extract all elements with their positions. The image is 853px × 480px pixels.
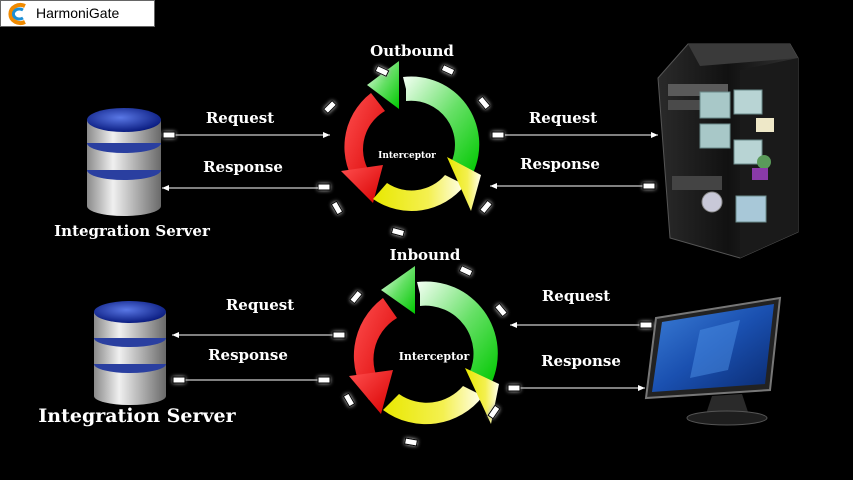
inbound-green-arrow bbox=[417, 281, 498, 384]
inbound-database-icon bbox=[94, 301, 166, 405]
inbound-interceptor-cycle: Interceptor bbox=[349, 266, 499, 425]
monitor-icon bbox=[644, 296, 782, 426]
outbound-tab bbox=[477, 95, 491, 111]
outbound-left-tab bbox=[162, 131, 176, 139]
inbound-left-request-label: Request bbox=[226, 296, 294, 314]
inbound-tab bbox=[487, 404, 501, 420]
outbound-tab bbox=[330, 200, 344, 216]
outbound-right-tab bbox=[642, 182, 656, 190]
inbound-tab bbox=[494, 302, 508, 318]
inbound-tabs bbox=[342, 265, 508, 447]
outbound-database-icon bbox=[87, 108, 161, 216]
outbound-green-arrowhead bbox=[367, 61, 399, 109]
outbound-right-response-label: Response bbox=[520, 155, 600, 173]
inbound-interceptor-label: Interceptor bbox=[399, 350, 470, 363]
inbound-tab bbox=[403, 437, 419, 447]
outbound-tab bbox=[440, 64, 456, 76]
inbound-tab bbox=[458, 265, 474, 277]
outbound-right-request-label: Request bbox=[529, 109, 597, 127]
inbound-yellow-arrow bbox=[383, 386, 483, 425]
outbound-red-arrowhead bbox=[341, 165, 383, 203]
inbound-tab-left-response bbox=[317, 376, 331, 384]
outbound-yellow-arrowhead bbox=[447, 157, 481, 211]
inbound-tab bbox=[342, 392, 356, 408]
inbound-red-arrowhead bbox=[349, 370, 393, 414]
inbound-tab-right-response bbox=[507, 384, 521, 392]
inbound-right-request-label: Request bbox=[542, 287, 610, 305]
inbound-tab-left-request bbox=[332, 331, 346, 339]
outbound-tab bbox=[317, 183, 331, 191]
outbound-red-arrow bbox=[344, 93, 385, 189]
server-tower-icon bbox=[657, 43, 799, 259]
brand-name: HarmoniGate bbox=[36, 5, 120, 21]
outbound-left-request-label: Request bbox=[206, 109, 274, 127]
inbound-right-response-label: Response bbox=[541, 352, 621, 370]
outbound-interceptor-cycle: Interceptor bbox=[341, 61, 481, 211]
outbound-green-arrow bbox=[403, 76, 480, 173]
outbound-tab bbox=[374, 65, 390, 77]
inbound-tab-server bbox=[172, 376, 186, 384]
outbound-yellow-arrow bbox=[373, 175, 465, 211]
outbound-tabs bbox=[317, 64, 505, 238]
outbound-title: Outbound bbox=[370, 42, 454, 60]
outbound-interceptor-label: Interceptor bbox=[378, 151, 436, 161]
inbound-tab bbox=[349, 289, 363, 305]
inbound-green-arrowhead bbox=[381, 266, 415, 314]
outbound-tab bbox=[479, 199, 493, 215]
harmonigate-swirl-icon bbox=[8, 3, 26, 25]
outbound-tab bbox=[491, 131, 505, 139]
harmonigate-logo: HarmoniGate bbox=[0, 0, 155, 27]
inbound-title: Inbound bbox=[390, 246, 461, 264]
outbound-server-label: Integration Server bbox=[54, 222, 211, 240]
inbound-left-response-label: Response bbox=[208, 346, 288, 364]
outbound-tab bbox=[390, 226, 406, 238]
outbound-tab bbox=[322, 99, 338, 115]
inbound-tab-right-request bbox=[639, 321, 653, 329]
outbound-left-response-label: Response bbox=[203, 158, 283, 176]
inbound-yellow-arrowhead bbox=[465, 368, 499, 424]
inbound-server-label: Integration Server bbox=[38, 405, 236, 427]
